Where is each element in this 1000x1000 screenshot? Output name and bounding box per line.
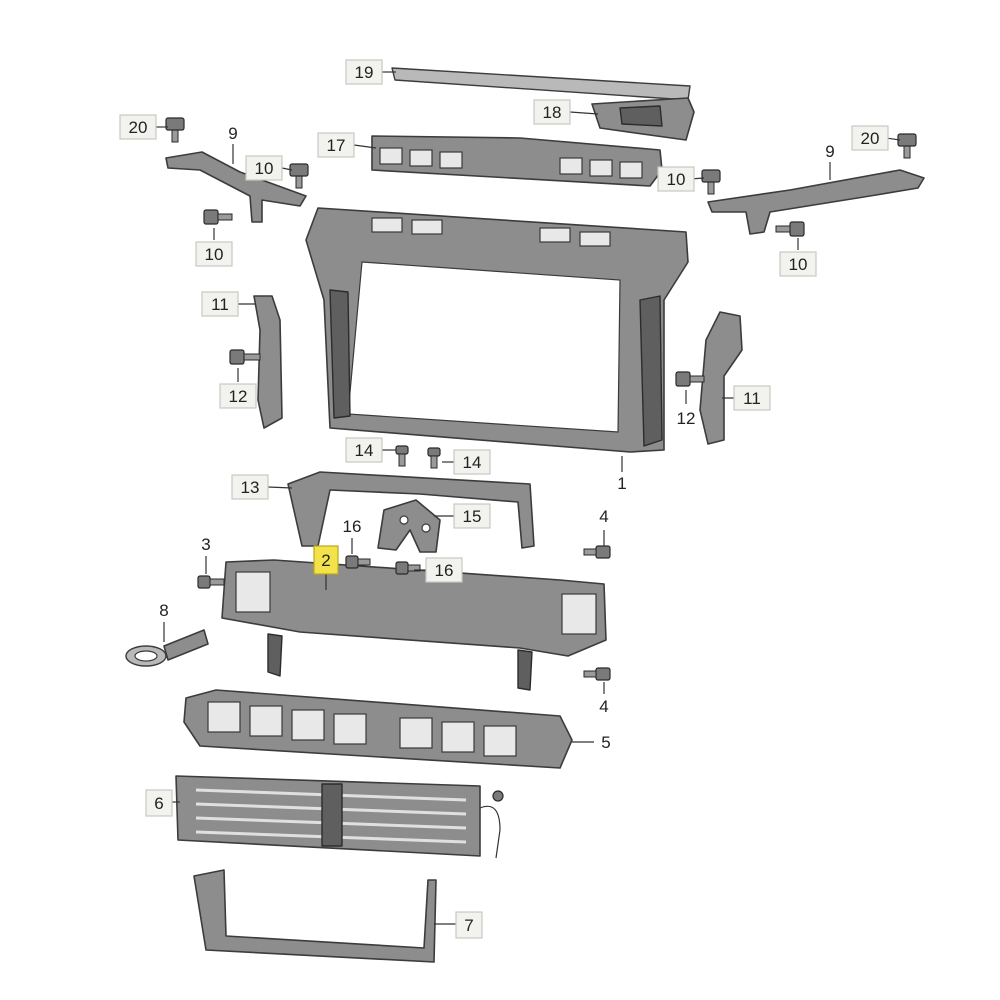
part-19-upper-trim-strip (391, 67, 691, 101)
callout-10-b-label: 10 (205, 245, 224, 264)
callout-19-label: 19 (355, 63, 374, 82)
bolt-16-a (345, 555, 371, 569)
callout-13-label: 13 (241, 478, 260, 497)
part-8-towing-eye (125, 629, 209, 667)
callout-10-a-label: 10 (255, 159, 274, 178)
callout-16-b-label: 16 (435, 561, 454, 580)
callout-20-right[interactable]: 20 (851, 125, 889, 151)
callout-6[interactable]: 6 (145, 789, 173, 817)
callout-5-label: 5 (601, 733, 610, 752)
callout-7[interactable]: 7 (455, 911, 483, 939)
callout-3-label: 3 (201, 535, 210, 554)
callout-1[interactable]: 1 (617, 474, 626, 493)
callout-1-label: 1 (617, 474, 626, 493)
callout-11-right[interactable]: 11 (733, 385, 771, 411)
part-5-grille-frame (183, 689, 573, 769)
bolt-20-left (165, 117, 185, 143)
callout-20-right-label: 20 (861, 129, 880, 148)
callout-18-label: 18 (543, 103, 562, 122)
callout-16-a-label: 16 (343, 517, 362, 536)
bolt-10-a (289, 163, 309, 189)
callout-2-label: 2 (321, 551, 330, 570)
part-9-right-bracket (707, 169, 925, 235)
callout-14-left[interactable]: 14 (345, 437, 383, 463)
bolt-14-right (427, 447, 441, 469)
part-1-radiator-support-frame (305, 207, 689, 453)
bolt-10-d (775, 221, 805, 237)
part-7-lower-air-guide (193, 869, 437, 963)
callout-18[interactable]: 18 (533, 99, 571, 125)
callout-4-upper-label: 4 (599, 507, 608, 526)
callout-10-a[interactable]: 10 (245, 155, 283, 181)
callout-12-right[interactable]: 12 (677, 409, 696, 428)
part-11-left-side-bracket (253, 295, 283, 429)
callout-10-d[interactable]: 10 (779, 251, 817, 277)
callout-10-c[interactable]: 10 (657, 166, 695, 192)
callout-12-left[interactable]: 12 (219, 383, 257, 409)
callout-10-d-label: 10 (789, 255, 808, 274)
callout-15[interactable]: 15 (453, 503, 491, 529)
callout-17[interactable]: 17 (317, 132, 355, 158)
part-13-lower-carrier (287, 471, 535, 549)
callout-14-right[interactable]: 14 (453, 449, 491, 475)
callout-20-left-label: 20 (129, 118, 148, 137)
bolt-4-lower (583, 667, 611, 681)
callout-11-left[interactable]: 11 (201, 291, 239, 317)
leader-lines (156, 71, 901, 925)
callout-8-label: 8 (159, 601, 168, 620)
bolt-10-b (203, 209, 233, 225)
callout-14-left-label: 14 (355, 441, 374, 460)
callout-9-left-label: 9 (228, 124, 237, 143)
callout-10-b[interactable]: 10 (195, 241, 233, 267)
bolt-16-b (395, 561, 421, 575)
callout-4-upper[interactable]: 4 (599, 507, 608, 526)
callout-4-lower-label: 4 (599, 697, 608, 716)
callout-9-left[interactable]: 9 (228, 124, 237, 143)
callout-3[interactable]: 3 (201, 535, 210, 554)
part-9-left-bracket (165, 151, 307, 223)
bolt-14-left (395, 445, 409, 467)
bolt-10-c (701, 169, 721, 195)
callout-9-right-label: 9 (825, 142, 834, 161)
callout-2-highlighted[interactable]: 2 (313, 545, 339, 575)
part-17-upper-air-duct (371, 135, 663, 187)
callout-11-right-label: 11 (743, 389, 761, 408)
callout-17-label: 17 (327, 136, 346, 155)
callout-6-label: 6 (154, 794, 163, 813)
callout-11-left-label: 11 (211, 295, 229, 314)
callout-9-right[interactable]: 9 (825, 142, 834, 161)
callout-7-label: 7 (464, 916, 473, 935)
callout-15-label: 15 (463, 507, 482, 526)
part-6-air-shutter (175, 775, 504, 859)
bolt-20-right (897, 133, 917, 159)
bolt-3 (197, 575, 225, 589)
bolt-4-upper (583, 545, 611, 559)
callout-16-b[interactable]: 16 (425, 557, 463, 583)
callout-4-lower[interactable]: 4 (599, 697, 608, 716)
part-18-air-guide (591, 97, 695, 141)
part-2-bumper-beam (221, 559, 607, 691)
callout-16-a[interactable]: 16 (343, 517, 362, 536)
callout-13[interactable]: 13 (231, 474, 269, 500)
part-11-right-side-bracket (699, 311, 743, 445)
bolt-12-right (675, 371, 705, 387)
callout-8[interactable]: 8 (159, 601, 168, 620)
callout-19[interactable]: 19 (345, 59, 383, 85)
callout-10-c-label: 10 (667, 170, 686, 189)
part-15-center-bracket (377, 499, 441, 553)
bolt-12-left (229, 349, 261, 365)
callout-12-right-label: 12 (677, 409, 696, 428)
callout-12-left-label: 12 (229, 387, 248, 406)
callout-20-left[interactable]: 20 (119, 114, 157, 140)
callout-14-right-label: 14 (463, 453, 482, 472)
callout-5[interactable]: 5 (601, 733, 610, 752)
